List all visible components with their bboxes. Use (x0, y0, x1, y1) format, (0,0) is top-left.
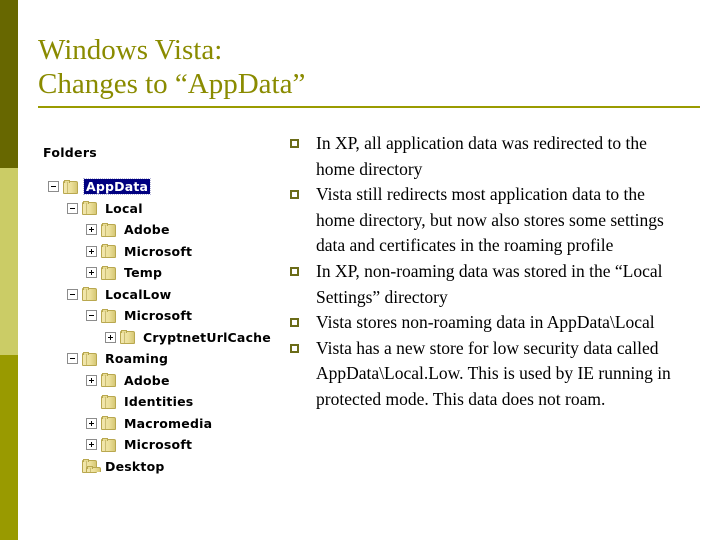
page-title: Windows Vista: Changes to “AppData” (38, 34, 306, 100)
collapse-minus-icon[interactable] (67, 202, 78, 214)
bullet-item: In XP, non-roaming data was stored in th… (290, 259, 688, 310)
tree-node-label: Macromedia (124, 415, 213, 431)
folder-icon (86, 466, 102, 472)
bullet-item: Vista still redirects most application d… (290, 182, 688, 259)
expand-plus-icon[interactable] (86, 439, 97, 451)
bullet-text: Vista stores non-roaming data in AppData… (316, 312, 655, 333)
folder-icon (101, 222, 117, 237)
expand-plus-icon[interactable] (86, 245, 97, 257)
bullet-text: In XP, all application data was redirect… (316, 133, 647, 179)
tree-node-label: Microsoft (124, 308, 193, 324)
folder-icon (82, 287, 98, 302)
bullet-item: Vista has a new store for low security d… (290, 336, 688, 413)
bullet-item: In XP, all application data was redirect… (290, 131, 688, 182)
tree-node-label: Temp (124, 265, 163, 281)
expand-plus-icon[interactable] (105, 331, 116, 343)
tree-node-label: Microsoft (124, 437, 193, 453)
tree-node-label: Roaming (105, 351, 169, 367)
tree-node-label: Identities (124, 394, 194, 410)
expand-plus-icon[interactable] (86, 374, 97, 386)
decor-band-bottom (0, 355, 18, 540)
expand-plus-icon[interactable] (86, 417, 97, 429)
bullet-square-icon (290, 190, 299, 200)
tree-node[interactable]: AppData (38, 176, 288, 198)
tree-node[interactable]: Roaming (38, 348, 288, 370)
tree-node-label: Adobe (124, 372, 170, 388)
expand-plus-icon[interactable] (86, 267, 97, 279)
tree-node[interactable]: Microsoft (38, 305, 288, 327)
folder-icon (82, 351, 98, 366)
tree-node[interactable]: Identities (38, 391, 288, 413)
bullet-square-icon (290, 318, 299, 328)
collapse-minus-icon[interactable] (86, 310, 97, 322)
tree-node-label: Microsoft (124, 243, 193, 259)
bullet-square-icon (290, 139, 299, 148)
collapse-minus-icon[interactable] (48, 181, 59, 193)
tree-node[interactable]: Adobe (38, 370, 288, 392)
tree-node-label: Adobe (124, 222, 170, 238)
tree-node-label: LocalLow (105, 286, 172, 302)
folder-icon (82, 201, 98, 216)
folders-header: Folders (43, 145, 98, 160)
expander-spacer (86, 396, 97, 407)
bullet-item: Vista stores non-roaming data in AppData… (290, 310, 688, 336)
folder-icon (101, 265, 117, 280)
bullet-list: In XP, all application data was redirect… (290, 131, 688, 413)
title-divider (38, 106, 700, 108)
bullet-text: In XP, non-roaming data was stored in th… (316, 260, 663, 307)
bullet-text: Vista still redirects most application d… (316, 184, 664, 256)
bullet-square-icon (290, 343, 299, 353)
tree-node[interactable]: Local (38, 198, 288, 220)
bullet-text: Vista has a new store for low security d… (316, 337, 671, 409)
collapse-minus-icon[interactable] (67, 353, 78, 365)
tree-node[interactable]: LocalLow (38, 284, 288, 306)
bullet-square-icon (290, 266, 299, 276)
tree-node-label: AppData (82, 178, 152, 196)
tree-node[interactable]: CryptnetUrlCache (38, 327, 288, 349)
expander-spacer (67, 461, 78, 472)
decor-band-top (0, 0, 18, 168)
folder-icon (101, 416, 117, 431)
folder-icon (101, 308, 117, 323)
folder-icon (101, 244, 117, 259)
partial-folder-icon (86, 466, 102, 472)
folder-icon (101, 394, 117, 409)
tree-node[interactable]: Microsoft (38, 434, 288, 456)
folder-icon (101, 437, 117, 452)
folder-icon (120, 330, 136, 345)
decor-band-middle (0, 168, 18, 355)
folder-icon (101, 373, 117, 388)
tree-node[interactable]: Microsoft (38, 241, 288, 263)
folder-icon (63, 179, 79, 194)
tree-node-label: Local (105, 200, 143, 216)
collapse-minus-icon[interactable] (67, 288, 78, 300)
tree-node[interactable]: Macromedia (38, 413, 288, 435)
tree-node-label: CryptnetUrlCache (143, 329, 271, 345)
tree-node[interactable]: Adobe (38, 219, 288, 241)
tree-node[interactable]: Temp (38, 262, 288, 284)
expand-plus-icon[interactable] (86, 224, 97, 236)
tree-node-label: Desktop (105, 458, 165, 474)
tree-node[interactable]: Desktop (38, 456, 288, 478)
